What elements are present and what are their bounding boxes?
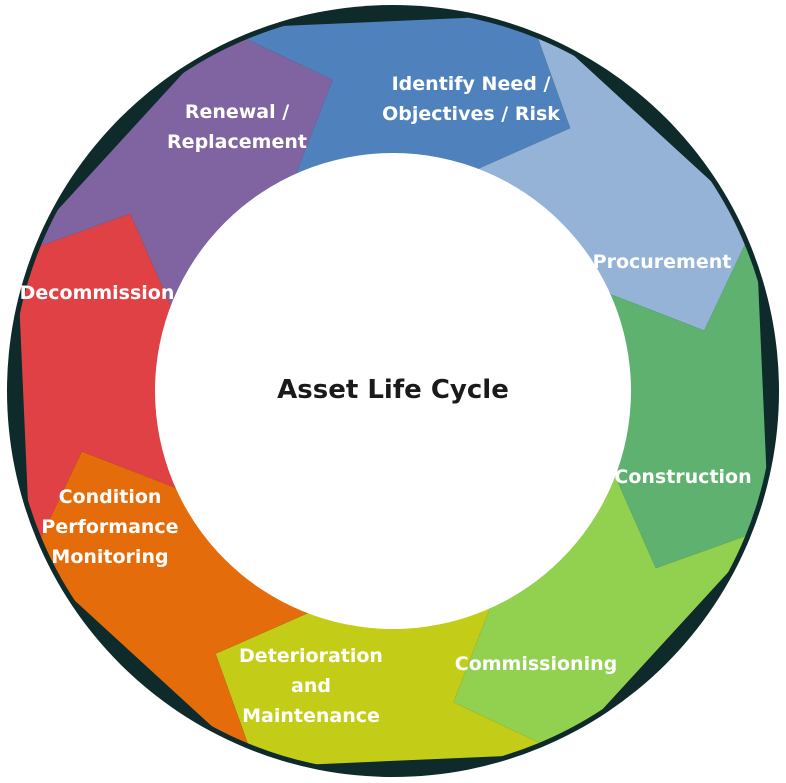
- segment-label-line: Identify Need /: [392, 73, 551, 95]
- segment-label-identify: Identify Need / Objectives / Risk: [382, 73, 560, 125]
- segment-label-line: Performance: [41, 516, 178, 538]
- segment-label-line: and: [291, 675, 331, 697]
- segment-label-renewal: Renewal / Replacement: [167, 101, 307, 153]
- segment-label-commissioning: Commissioning: [455, 653, 617, 675]
- segment-label-line: Condition: [59, 486, 162, 508]
- segment-condition: [30, 451, 313, 767]
- segment-label-construction: Construction: [614, 466, 751, 488]
- segment-construction: [605, 222, 769, 569]
- segment-deterioration: [215, 603, 562, 767]
- segment-label-line: Replacement: [167, 131, 307, 153]
- segment-label-line: Commissioning: [455, 653, 617, 675]
- segment-commissioning: [453, 471, 769, 754]
- center-title: Asset Life Cycle: [277, 375, 509, 405]
- segment-label-line: Deterioration: [239, 645, 383, 667]
- segment-renewal: [17, 28, 333, 311]
- segment-label-line: Monitoring: [51, 546, 168, 568]
- segment-label-line: Procurement: [593, 251, 732, 273]
- segment-label-line: Maintenance: [242, 705, 380, 727]
- segment-decommission: [17, 213, 181, 560]
- segments-group: [17, 15, 769, 767]
- segment-label-line: Decommission: [20, 282, 175, 304]
- segment-label-procurement: Procurement: [593, 251, 732, 273]
- segment-label-decommission: Decommission: [20, 282, 175, 304]
- center-disc: [155, 153, 631, 629]
- segment-identify: [224, 15, 571, 179]
- segment-label-line: Construction: [614, 466, 751, 488]
- segment-procurement: [473, 15, 756, 331]
- segment-label-line: Objectives / Risk: [382, 103, 560, 125]
- labels-group: Identify Need / Objectives / RiskProcurem…: [20, 73, 752, 727]
- segment-label-line: Renewal /: [185, 101, 289, 123]
